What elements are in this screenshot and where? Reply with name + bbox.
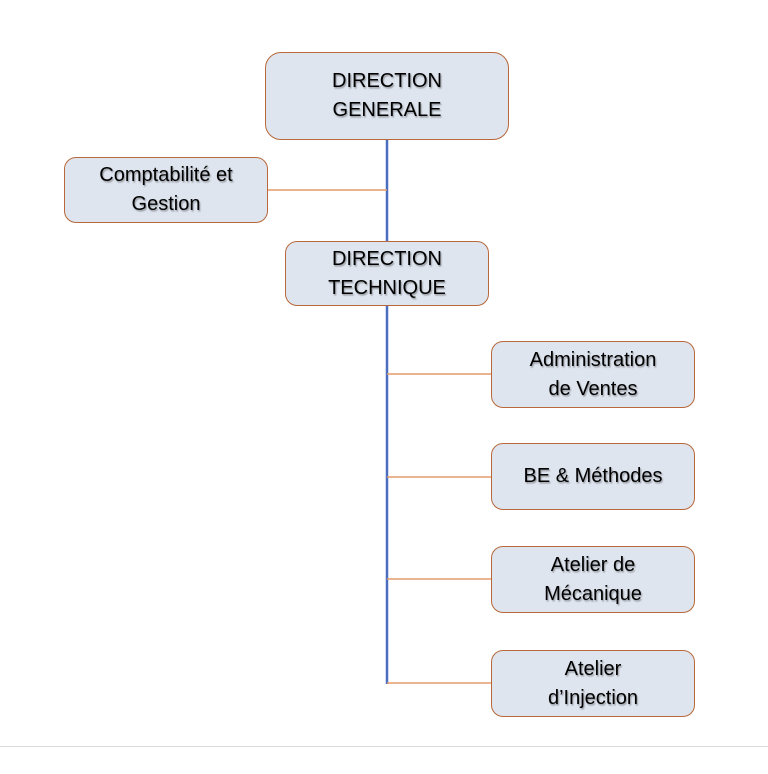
node-label-be-methodes: BE & Méthodes — [523, 465, 663, 487]
node-label-atelier-injection: Atelier d’Injection — [547, 657, 639, 709]
node-label-atelier-mecanique: Atelier de Mécanique — [544, 553, 642, 605]
node-label-administration-ventes: Administration de Ventes — [529, 348, 657, 400]
page-bottom-divider — [0, 746, 768, 747]
node-atelier-mecanique: Atelier de Mécanique — [491, 546, 695, 613]
node-label-comptabilite-gestion: Comptabilité et Gestion — [99, 164, 233, 215]
node-be-methodes: BE & Méthodes — [491, 443, 695, 510]
node-direction-generale: DIRECTION GENERALE — [265, 52, 509, 140]
node-label-direction-generale: DIRECTION GENERALE — [332, 70, 442, 121]
node-administration-ventes: Administration de Ventes — [491, 341, 695, 408]
node-direction-technique: DIRECTION TECHNIQUE — [285, 241, 489, 306]
node-label-direction-technique: DIRECTION TECHNIQUE — [328, 247, 446, 299]
node-atelier-injection: Atelier d’Injection — [491, 650, 695, 717]
node-comptabilite-gestion: Comptabilité et Gestion — [64, 157, 268, 223]
